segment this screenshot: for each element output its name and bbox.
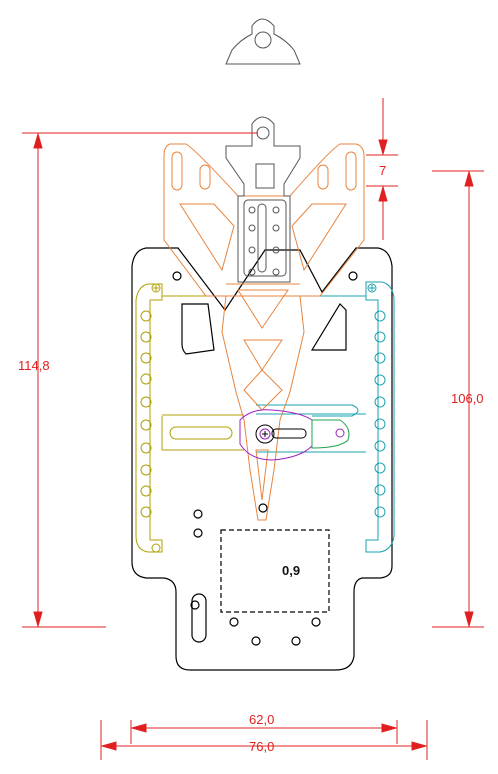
right-rail — [256, 281, 395, 553]
dim-total-height: 114,8 — [18, 358, 50, 373]
thickness-label: 0,9 — [282, 563, 300, 578]
top-plate — [163, 143, 365, 521]
servo-arm — [239, 409, 350, 461]
hanging-tab — [225, 18, 301, 65]
dim-plate-height: 106,0 — [451, 391, 484, 406]
dim-inner-width: 62,0 — [249, 712, 274, 727]
dim-offset: 7 — [379, 163, 386, 178]
center-rack — [225, 116, 301, 283]
dim-total-width: 76,0 — [249, 739, 274, 754]
left-rail — [135, 283, 246, 553]
bottom-plate — [131, 247, 393, 671]
dimension-lines — [22, 98, 484, 760]
